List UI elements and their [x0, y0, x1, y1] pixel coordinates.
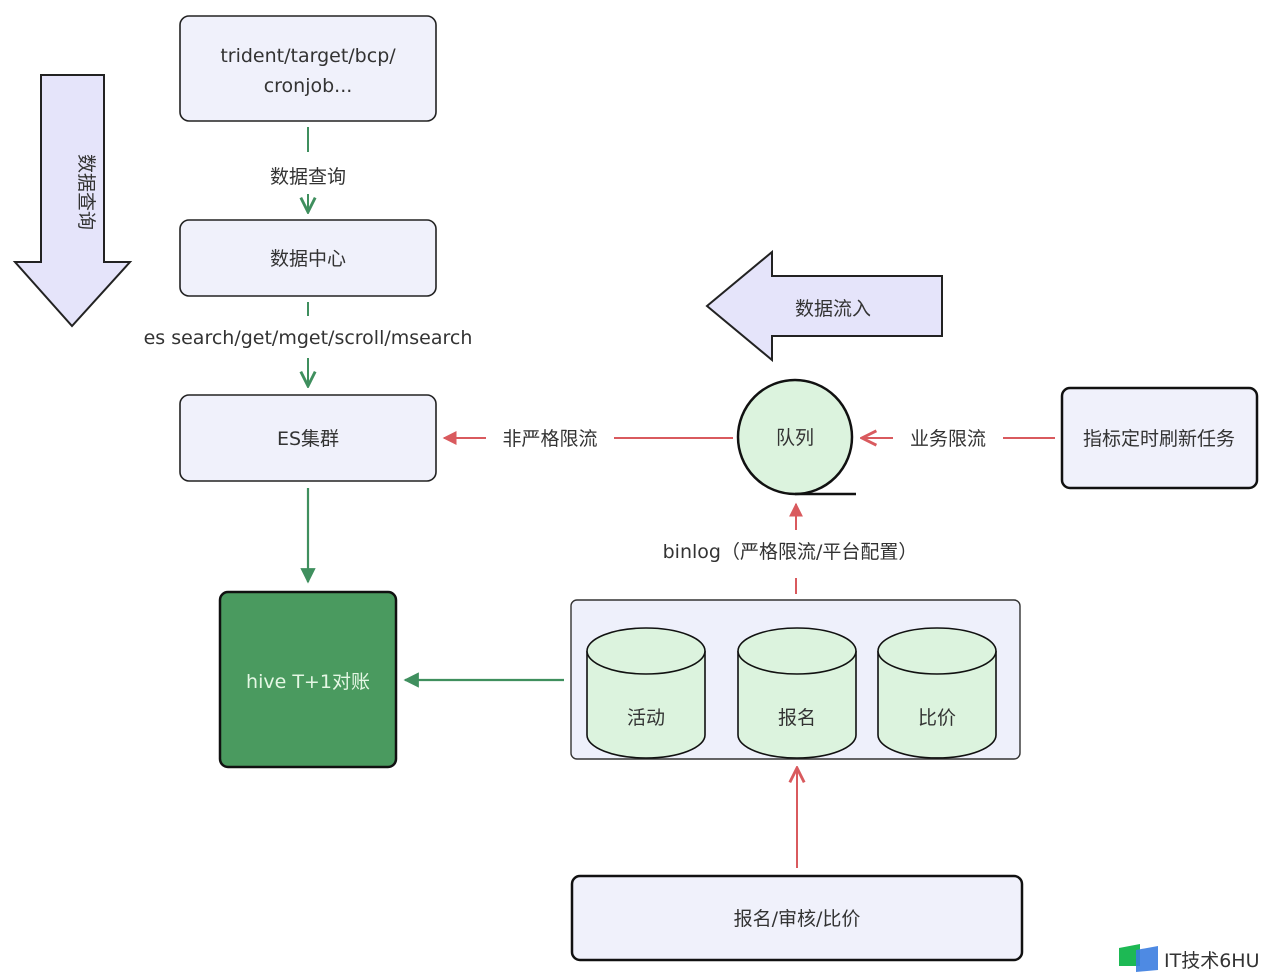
edge-non-strict-label: 非严格限流: [502, 428, 597, 450]
left-arrow-shape: [705, 249, 943, 363]
node-business-label: 报名/审核/比价: [734, 908, 861, 930]
node-es-cluster[interactable]: ES集群: [179, 394, 437, 482]
node-top-source-line2: cronjob...: [264, 75, 353, 97]
node-data-center[interactable]: 数据中心: [179, 219, 437, 297]
node-data-center-label: 数据中心: [270, 248, 346, 270]
db-cylinder-activity[interactable]: 活动: [586, 627, 706, 759]
big-arrow-inflow: 数据流入: [705, 249, 943, 363]
node-refresh-task-label: 指标定时刷新任务: [1083, 428, 1235, 450]
edge-query-label: 数据查询: [270, 166, 346, 188]
big-arrow-inflow-label: 数据流入: [795, 298, 871, 320]
edge-es-api-label: es search/get/mget/scroll/msearch: [144, 327, 473, 349]
db-cylinder-price-compare[interactable]: 比价: [877, 627, 997, 759]
edge-binlog: binlog（严格限流/平台配置）: [663, 502, 918, 594]
edge-binlog-label: binlog（严格限流/平台配置）: [663, 541, 918, 563]
node-es-cluster-label: ES集群: [277, 428, 339, 450]
node-refresh-task[interactable]: 指标定时刷新任务: [1060, 386, 1259, 490]
edge-business-limit: 业务限流: [862, 428, 1055, 450]
node-business[interactable]: 报名/审核/比价: [570, 874, 1024, 962]
down-arrow-shape: [12, 74, 133, 328]
db-group: 活动 报名 比价: [570, 599, 1021, 760]
edge-es-api: es search/get/mget/scroll/msearch: [144, 302, 473, 386]
watermark-logo-icon-part: [1136, 946, 1158, 972]
watermark-text: IT技术6HU: [1164, 950, 1260, 972]
edge-non-strict: 非严格限流: [442, 428, 733, 450]
db-activity-label: 活动: [627, 707, 665, 729]
db-price-compare-label: 比价: [918, 707, 956, 729]
watermark-logo-icon: [1119, 944, 1140, 966]
big-arrow-query: 数据查询: [12, 74, 133, 328]
db-cylinder-signup[interactable]: 报名: [737, 627, 857, 759]
node-top-source[interactable]: trident/target/bcp/ cronjob...: [179, 15, 437, 122]
edge-query: 数据查询: [270, 127, 346, 212]
node-hive-label: hive T+1对账: [246, 671, 370, 693]
node-queue-label: 队列: [776, 427, 814, 449]
big-arrow-query-label: 数据查询: [75, 154, 97, 230]
node-top-source-line1: trident/target/bcp/: [220, 45, 396, 67]
db-signup-label: 报名: [778, 707, 816, 729]
watermark: IT技术6HU: [1119, 944, 1260, 972]
node-hive[interactable]: hive T+1对账: [218, 590, 398, 769]
node-queue[interactable]: 队列: [736, 378, 856, 496]
edge-business-limit-label: 业务限流: [910, 428, 986, 450]
